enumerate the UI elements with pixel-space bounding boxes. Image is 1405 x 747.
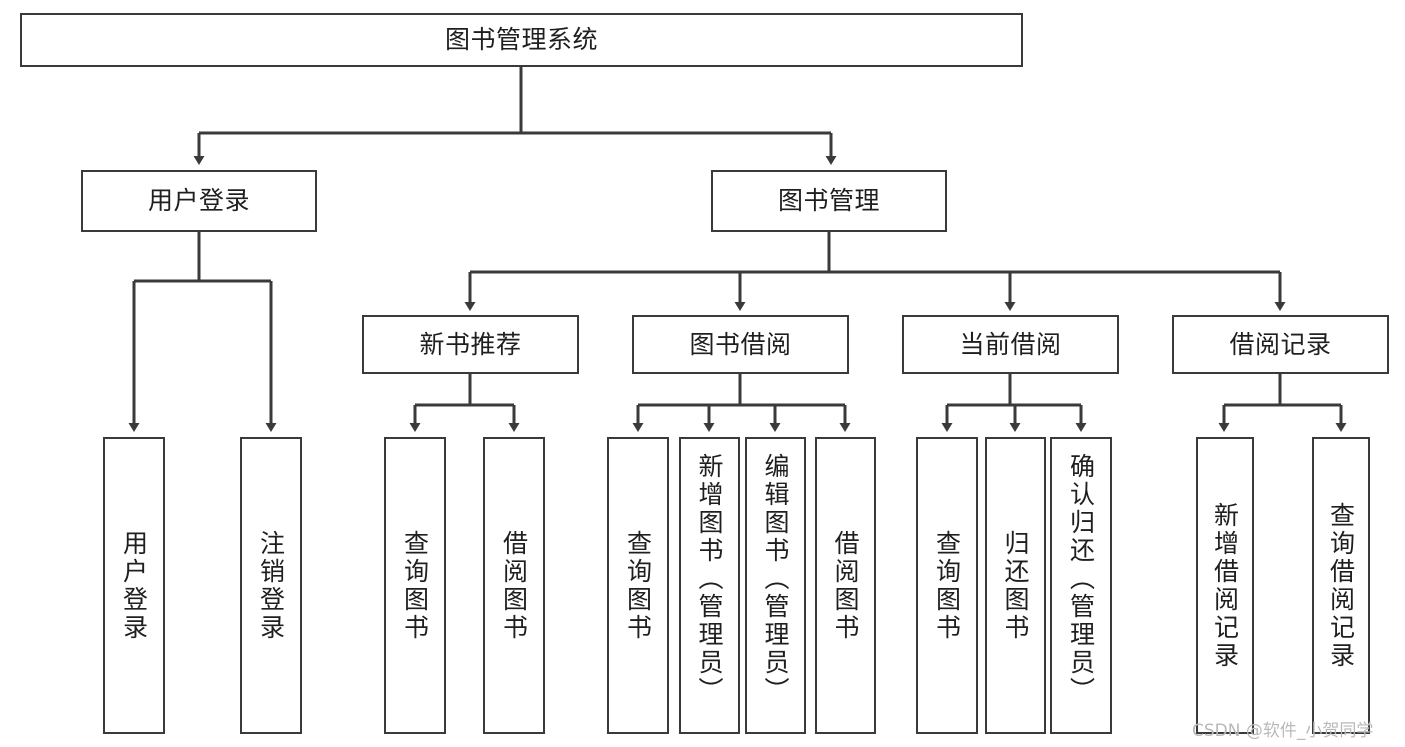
node-label: 查询图书 — [400, 529, 430, 642]
leaf-return-book[interactable]: 归还图书 — [985, 437, 1046, 734]
node-label: 新增借阅记录 — [1210, 501, 1240, 670]
node-label: 编辑图书（管理员） — [761, 453, 790, 705]
leaf-query-record[interactable]: 查询借阅记录 — [1312, 437, 1370, 734]
node-label: 图书借阅 — [689, 329, 792, 359]
node-label: 查询借阅记录 — [1326, 501, 1356, 670]
node-label: 借阅图书 — [499, 529, 529, 642]
node-label: 图书管理系统 — [444, 25, 598, 54]
node-label: 确认归还（管理员） — [1066, 453, 1096, 705]
node-new-book-rec[interactable]: 新书推荐 — [362, 315, 579, 374]
node-label: 查询图书 — [932, 529, 962, 642]
leaf-logout[interactable]: 注销登录 — [240, 437, 302, 734]
node-book-manage[interactable]: 图书管理 — [711, 170, 947, 232]
leaf-add-book[interactable]: 新增图书（管理员） — [679, 437, 740, 734]
leaf-user-login[interactable]: 用户登录 — [103, 437, 165, 734]
node-label: 新书推荐 — [419, 329, 522, 359]
leaf-query-book-1[interactable]: 查询图书 — [384, 437, 446, 734]
node-user-login[interactable]: 用户登录 — [81, 170, 317, 232]
csdn-watermark: CSDN @软件_小贺同学 — [1192, 721, 1374, 741]
leaf-query-book-3[interactable]: 查询图书 — [916, 437, 978, 734]
leaf-add-record[interactable]: 新增借阅记录 — [1196, 437, 1254, 734]
node-label: 用户登录 — [119, 529, 149, 642]
node-label: 图书管理 — [777, 186, 880, 215]
leaf-borrow-book-2[interactable]: 借阅图书 — [815, 437, 876, 734]
node-label: 当前借阅 — [959, 329, 1062, 359]
node-label: 注销登录 — [256, 529, 286, 642]
node-borrow-record[interactable]: 借阅记录 — [1172, 315, 1389, 374]
node-label: 借阅图书 — [831, 529, 860, 642]
node-root[interactable]: 图书管理系统 — [20, 13, 1023, 67]
node-book-borrow[interactable]: 图书借阅 — [632, 315, 849, 374]
node-label: 用户登录 — [147, 186, 250, 215]
leaf-borrow-book-1[interactable]: 借阅图书 — [483, 437, 545, 734]
leaf-edit-book[interactable]: 编辑图书（管理员） — [745, 437, 806, 734]
node-label: 新增图书（管理员） — [695, 453, 724, 705]
leaf-confirm-return[interactable]: 确认归还（管理员） — [1050, 437, 1112, 734]
node-label: 借阅记录 — [1229, 329, 1332, 359]
node-label: 归还图书 — [1001, 529, 1030, 642]
node-label: 查询图书 — [623, 529, 653, 642]
node-current-borrow[interactable]: 当前借阅 — [902, 315, 1119, 374]
leaf-query-book-2[interactable]: 查询图书 — [607, 437, 669, 734]
